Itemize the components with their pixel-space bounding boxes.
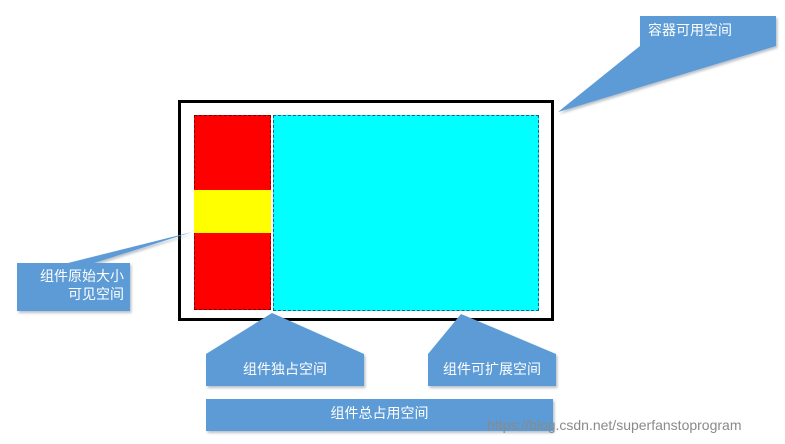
component-expandable-space-text: 组件可扩展空间 [443, 362, 541, 378]
component-expandable-area [273, 115, 539, 311]
component-original-size-line2: 可见空间 [68, 287, 124, 303]
watermark: https://blog.csdn.net/superfanstoprogram [487, 417, 742, 433]
component-original-size-label: 组件原始大小 可见空间 [17, 263, 130, 311]
component-original-size-area [194, 190, 271, 233]
callout-container [558, 16, 776, 112]
component-original-size-line1: 组件原始大小 [40, 269, 124, 285]
callout-own [206, 313, 364, 386]
callout-total [206, 399, 553, 431]
component-total-space-text: 组件总占用空间 [330, 406, 429, 422]
container-available-space-label: 容器可用空间 [640, 16, 776, 46]
component-exclusive-space-label: 组件独占空间 [206, 354, 364, 386]
component-total-space-label: 组件总占用空间 [206, 399, 553, 431]
component-exclusive-space-text: 组件独占空间 [243, 362, 327, 378]
callout-original [17, 232, 192, 311]
container-available-space-text: 容器可用空间 [648, 23, 732, 39]
container-box [178, 100, 554, 321]
callout-expand [428, 314, 556, 386]
component-expandable-space-label: 组件可扩展空间 [428, 354, 556, 386]
